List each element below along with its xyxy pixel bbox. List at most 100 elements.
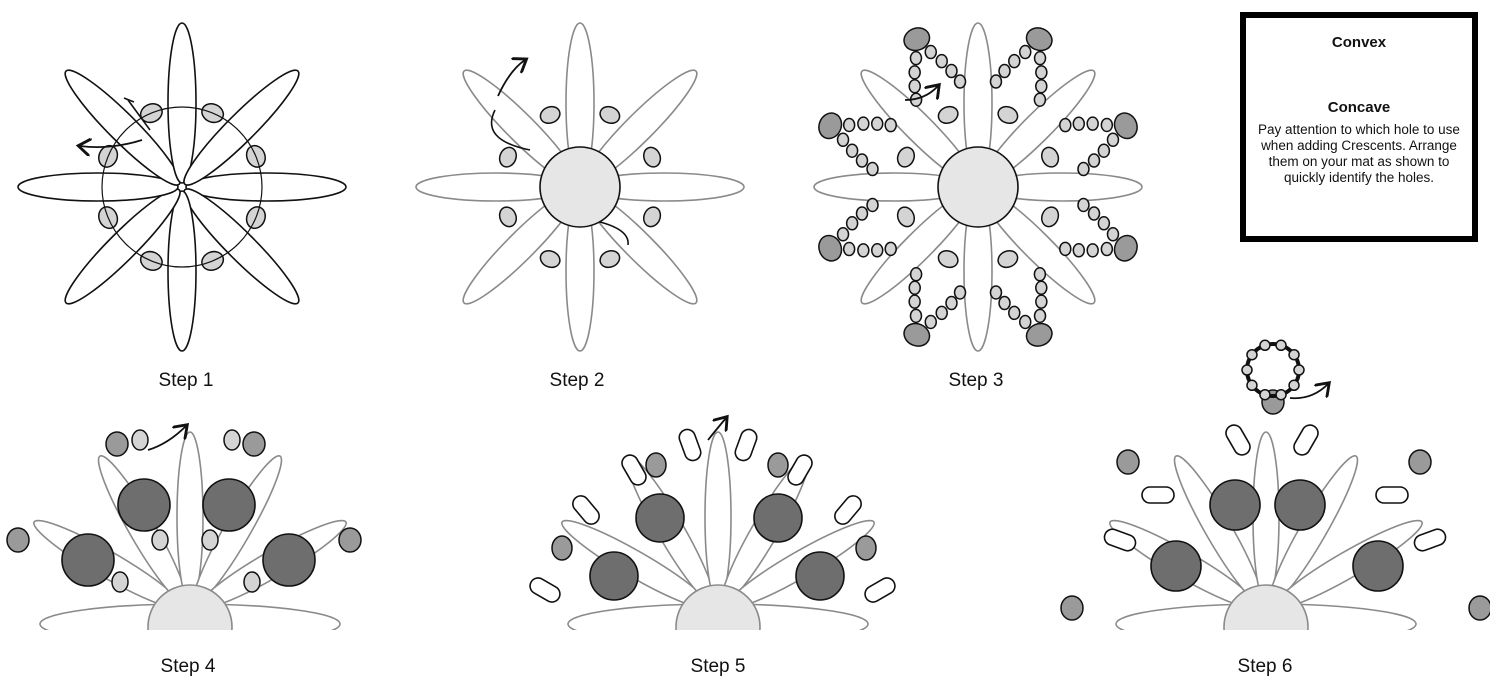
- step-4-diagram: [7, 426, 361, 669]
- seed-bead: [909, 80, 920, 93]
- seed-bead: [202, 530, 218, 550]
- seed-bead: [1034, 93, 1045, 106]
- seed-bead: [925, 315, 936, 328]
- step-1-label: Step 1: [126, 370, 246, 392]
- step-3-label: Step 3: [916, 370, 1036, 392]
- round-bead: [1275, 480, 1325, 530]
- seed-bead: [339, 528, 361, 552]
- seed-bead: [1469, 596, 1490, 620]
- seed-bead: [598, 104, 623, 126]
- seed-bead: [1107, 133, 1118, 146]
- seed-bead: [1039, 145, 1061, 170]
- seed-bead: [996, 104, 1021, 126]
- seed-bead: [955, 286, 966, 299]
- seed-bead: [1036, 66, 1047, 79]
- seed-bead: [1294, 365, 1304, 375]
- seed-bead: [1036, 281, 1047, 294]
- seed-bead: [646, 453, 666, 477]
- seed-bead: [243, 432, 265, 456]
- seed-bead: [1101, 118, 1112, 131]
- seed-bead: [1260, 340, 1270, 350]
- seed-bead: [847, 217, 858, 230]
- seed-bead: [7, 528, 29, 552]
- seed-bead: [885, 119, 896, 132]
- petal-bead: [168, 23, 196, 183]
- seed-bead: [911, 268, 922, 281]
- seed-bead: [1061, 596, 1083, 620]
- convex-label: Convex: [1246, 34, 1472, 51]
- seed-bead: [1247, 380, 1257, 390]
- seed-bead: [990, 286, 1001, 299]
- seed-bead: [1078, 198, 1089, 211]
- seed-bead: [910, 52, 921, 65]
- seed-bead: [641, 145, 663, 170]
- step-5-label: Step 5: [658, 656, 778, 678]
- crescent-bead: [677, 427, 703, 463]
- seed-bead: [909, 281, 920, 294]
- seed-bead: [224, 430, 240, 450]
- round-bead: [796, 552, 844, 600]
- crescent-bead: [1223, 422, 1253, 458]
- crescent-bead: [733, 427, 759, 463]
- crescent-bead: [1291, 422, 1321, 458]
- seed-bead: [244, 572, 260, 592]
- round-bead: [590, 552, 638, 600]
- seed-bead: [768, 453, 788, 477]
- seed-bead: [1089, 207, 1100, 220]
- seed-bead: [1009, 55, 1020, 68]
- center-bead: [938, 147, 1018, 227]
- round-bead: [1151, 541, 1201, 591]
- seed-bead: [1036, 80, 1047, 93]
- step-1-diagram: [18, 23, 346, 351]
- seed-bead: [1087, 244, 1098, 257]
- seed-bead: [1089, 154, 1100, 167]
- seed-bead: [990, 75, 1001, 88]
- seed-bead: [1020, 46, 1031, 59]
- seed-bead: [1039, 205, 1061, 230]
- seed-bead: [1409, 450, 1431, 474]
- round-bead: [1210, 480, 1260, 530]
- seed-bead: [844, 118, 855, 131]
- seed-bead: [1073, 244, 1084, 257]
- seed-bead: [1098, 217, 1109, 230]
- seed-bead: [1107, 228, 1118, 241]
- petal-bead: [168, 191, 196, 351]
- seed-bead: [867, 163, 878, 176]
- seed-bead: [909, 295, 920, 308]
- step-2-label: Step 2: [517, 370, 637, 392]
- seed-bead: [1020, 315, 1031, 328]
- seed-bead: [885, 242, 896, 255]
- crescent-bead: [862, 575, 898, 605]
- round-bead: [263, 534, 315, 586]
- round-bead: [203, 479, 255, 531]
- seed-bead: [538, 248, 563, 270]
- seed-bead: [1289, 380, 1299, 390]
- round-bead: [1353, 541, 1403, 591]
- seed-bead: [872, 244, 883, 257]
- seed-bead: [1101, 243, 1112, 256]
- seed-bead: [1117, 450, 1139, 474]
- round-bead: [754, 494, 802, 542]
- seed-bead: [1060, 119, 1071, 132]
- info-note: Pay attention to which hole to use when …: [1246, 122, 1472, 186]
- seed-bead: [867, 198, 878, 211]
- round-bead: [636, 494, 684, 542]
- seed-bead: [1034, 268, 1045, 281]
- seed-bead: [1247, 350, 1257, 360]
- step-4-label: Step 4: [128, 656, 248, 678]
- info-box: Convex Concave Pay attention to which ho…: [1240, 12, 1478, 242]
- seed-bead: [946, 64, 957, 77]
- seed-bead: [538, 104, 563, 126]
- seed-bead: [106, 432, 128, 456]
- seed-bead: [497, 145, 519, 170]
- seed-bead: [112, 572, 128, 592]
- concave-label: Concave: [1246, 99, 1472, 116]
- seed-bead: [996, 248, 1021, 270]
- seed-bead: [936, 306, 947, 319]
- step-6-diagram: [1061, 340, 1490, 669]
- crescent-bead: [527, 575, 563, 605]
- seed-bead: [1078, 163, 1089, 176]
- seed-bead: [946, 297, 957, 310]
- round-bead: [62, 534, 114, 586]
- seed-bead: [552, 536, 572, 560]
